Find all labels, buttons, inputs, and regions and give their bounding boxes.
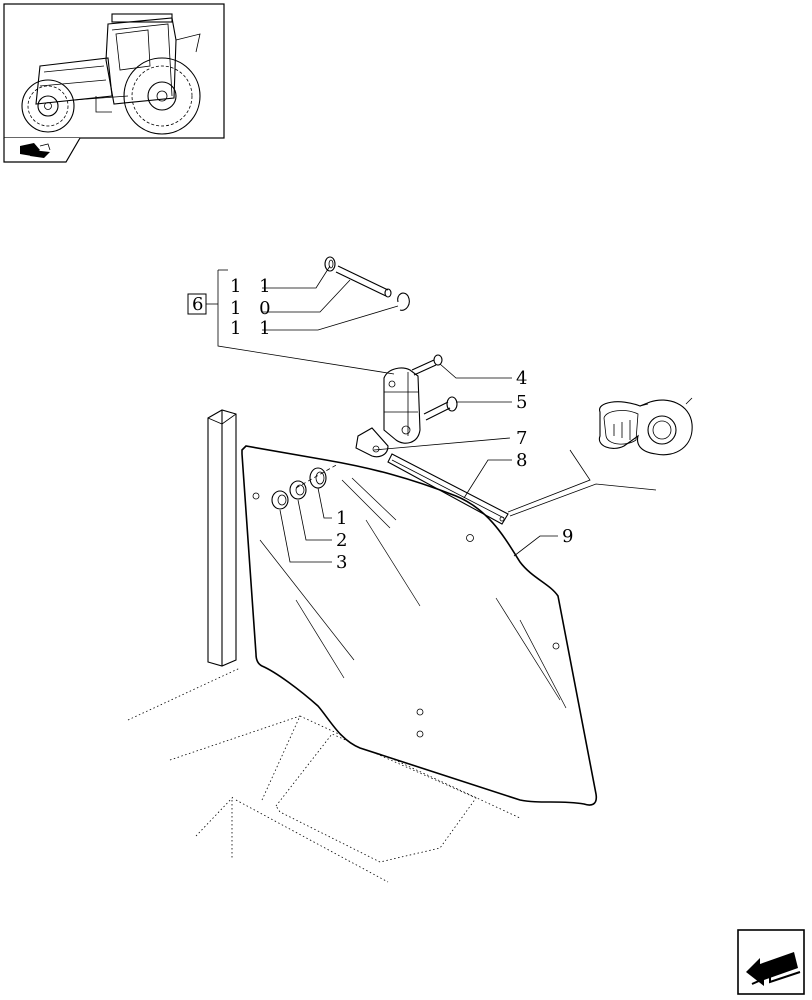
callout-11-top[interactable]: 1 1 xyxy=(230,276,277,297)
callout-11-bottom[interactable]: 1 1 xyxy=(230,318,277,339)
leader-lines xyxy=(206,265,657,563)
hole-right xyxy=(552,642,560,650)
tractor-thumbnail[interactable] xyxy=(3,3,225,139)
nut-3[interactable] xyxy=(271,490,289,510)
callout-9[interactable]: 9 xyxy=(562,526,579,547)
seal-profile-detail xyxy=(598,397,693,456)
callout-3[interactable]: 3 xyxy=(336,552,353,573)
return-arrow-icon xyxy=(746,952,801,986)
callout-8[interactable]: 8 xyxy=(516,450,533,471)
retaining-clip-top[interactable] xyxy=(324,256,336,272)
hinge-bracket[interactable] xyxy=(383,367,421,444)
callout-5[interactable]: 5 xyxy=(516,392,533,413)
screw-5[interactable] xyxy=(423,396,458,421)
tractor-with-cab-icon xyxy=(21,13,201,135)
cab-section-tab[interactable] xyxy=(3,137,81,163)
hinge-pin[interactable] xyxy=(335,265,392,298)
cab-pillar xyxy=(207,409,237,667)
screw-4[interactable] xyxy=(411,354,443,376)
callout-1[interactable]: 1 xyxy=(336,508,353,529)
callout-7[interactable]: 7 xyxy=(516,428,533,449)
spacer-plate[interactable] xyxy=(355,427,389,458)
retaining-clip-bottom[interactable] xyxy=(397,292,410,311)
callout-6-label: 6 xyxy=(192,294,209,315)
callout-6[interactable]: 6 xyxy=(187,293,209,315)
hole-top-right xyxy=(466,534,474,542)
seal-strip[interactable] xyxy=(387,453,509,525)
washer-2[interactable] xyxy=(289,480,307,500)
door-glass-panel[interactable] xyxy=(241,445,598,806)
hole-top-left xyxy=(252,492,260,500)
hole-bottom-lower xyxy=(416,730,424,738)
cab-section-icon xyxy=(20,143,51,158)
callout-2[interactable]: 2 xyxy=(336,530,353,551)
hole-bottom-upper xyxy=(416,708,424,716)
callout-10[interactable]: 1 0 xyxy=(230,298,277,319)
callout-4[interactable]: 4 xyxy=(516,368,533,389)
return-arrow-button[interactable] xyxy=(737,929,805,995)
cab-structure-outline xyxy=(127,667,521,883)
